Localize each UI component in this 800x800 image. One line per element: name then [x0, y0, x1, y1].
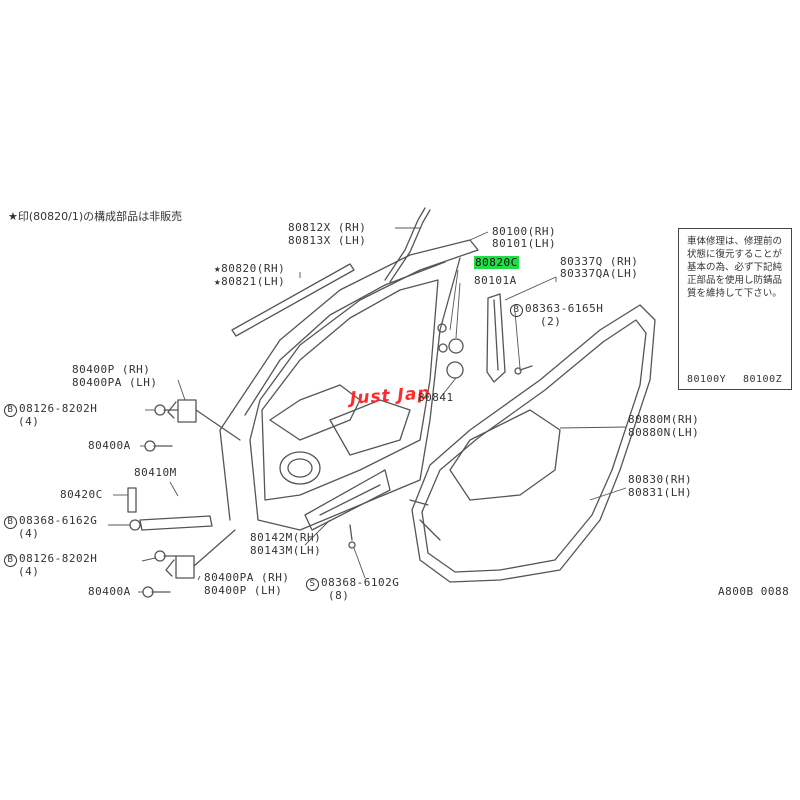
- sash-moulding: [384, 207, 426, 281]
- label-08368b-qty: (8): [328, 589, 350, 602]
- door-frame: [219, 239, 479, 531]
- weatherstrip-80830: [411, 304, 656, 583]
- repair-legend-box: 車体修理は、修理前の状態に復元することが基本の為、必ず下記純正部品を使用し防錆品…: [678, 228, 792, 390]
- label-80812x: 80812X (RH): [288, 221, 367, 234]
- regulator-bracket: [304, 469, 391, 531]
- label-80143m: 80143M(LH): [250, 544, 322, 557]
- label-80410m: 80410M: [134, 466, 177, 479]
- highlighted-part-number: 80820C: [474, 256, 519, 269]
- repair-legend-text: 車体修理は、修理前の状態に復元することが基本の為、必ず下記純正部品を使用し防錆品…: [687, 236, 783, 299]
- label-80813x: 80813X (LH): [288, 234, 367, 247]
- label-80880n: 80880N(LH): [628, 426, 700, 439]
- label-80337q: 80337Q (RH): [560, 255, 639, 268]
- label-80880m: 80880M(RH): [628, 413, 700, 426]
- bolt-marker-b: B: [4, 554, 17, 567]
- weatherstrip-80820: [231, 263, 355, 337]
- label-80820: ★80820(RH): [214, 262, 286, 275]
- legend-item-80100z: 80100Z: [743, 374, 783, 385]
- label-80101a: 80101A: [474, 274, 517, 287]
- label-80142m: 80142M(RH): [250, 531, 322, 544]
- bolt-marker-b: B: [4, 516, 17, 529]
- bolt-marker-s: S: [306, 578, 319, 591]
- bolt-marker-b: B: [510, 304, 523, 317]
- diagram-ref-code: A800B 0088: [718, 585, 790, 598]
- label-80830: 80830(RH): [628, 473, 693, 486]
- label-80400pa: 80400PA (LH): [72, 376, 158, 389]
- label-80821: ★80821(LH): [214, 275, 286, 288]
- label-80420c: 80420C: [60, 488, 103, 501]
- sash-pillar-80337q: [486, 293, 506, 383]
- label-80841: 80841: [418, 391, 454, 404]
- label-08368a-qty: (4): [18, 527, 40, 540]
- label-80101: 80101(LH): [492, 237, 557, 250]
- label-80400p: 80400P (RH): [72, 363, 151, 376]
- label-80820c: 80820C: [474, 256, 519, 269]
- label-08126b-qty: (4): [18, 565, 40, 578]
- label-80100: 80100(RH): [492, 225, 557, 238]
- label-08363-qty: (2): [540, 315, 562, 328]
- legend-item-80100y: 80100Y: [687, 374, 727, 385]
- sealing-screen: [449, 409, 561, 501]
- label-80831: 80831(LH): [628, 486, 693, 499]
- label-08126a-qty: (4): [18, 415, 40, 428]
- label-80400a-top: 80400A: [88, 439, 131, 452]
- label-80400p-2: 80400P (LH): [204, 584, 283, 597]
- diagram-note: ★印(80820/1)の構成部品は非販売: [8, 210, 183, 223]
- bolt-marker-b: B: [4, 404, 17, 417]
- label-80337qa: 80337QA(LH): [560, 267, 639, 280]
- label-80400a-bottom: 80400A: [88, 585, 131, 598]
- check-link: [139, 515, 213, 531]
- label-80400pa-2: 80400PA (RH): [204, 571, 290, 584]
